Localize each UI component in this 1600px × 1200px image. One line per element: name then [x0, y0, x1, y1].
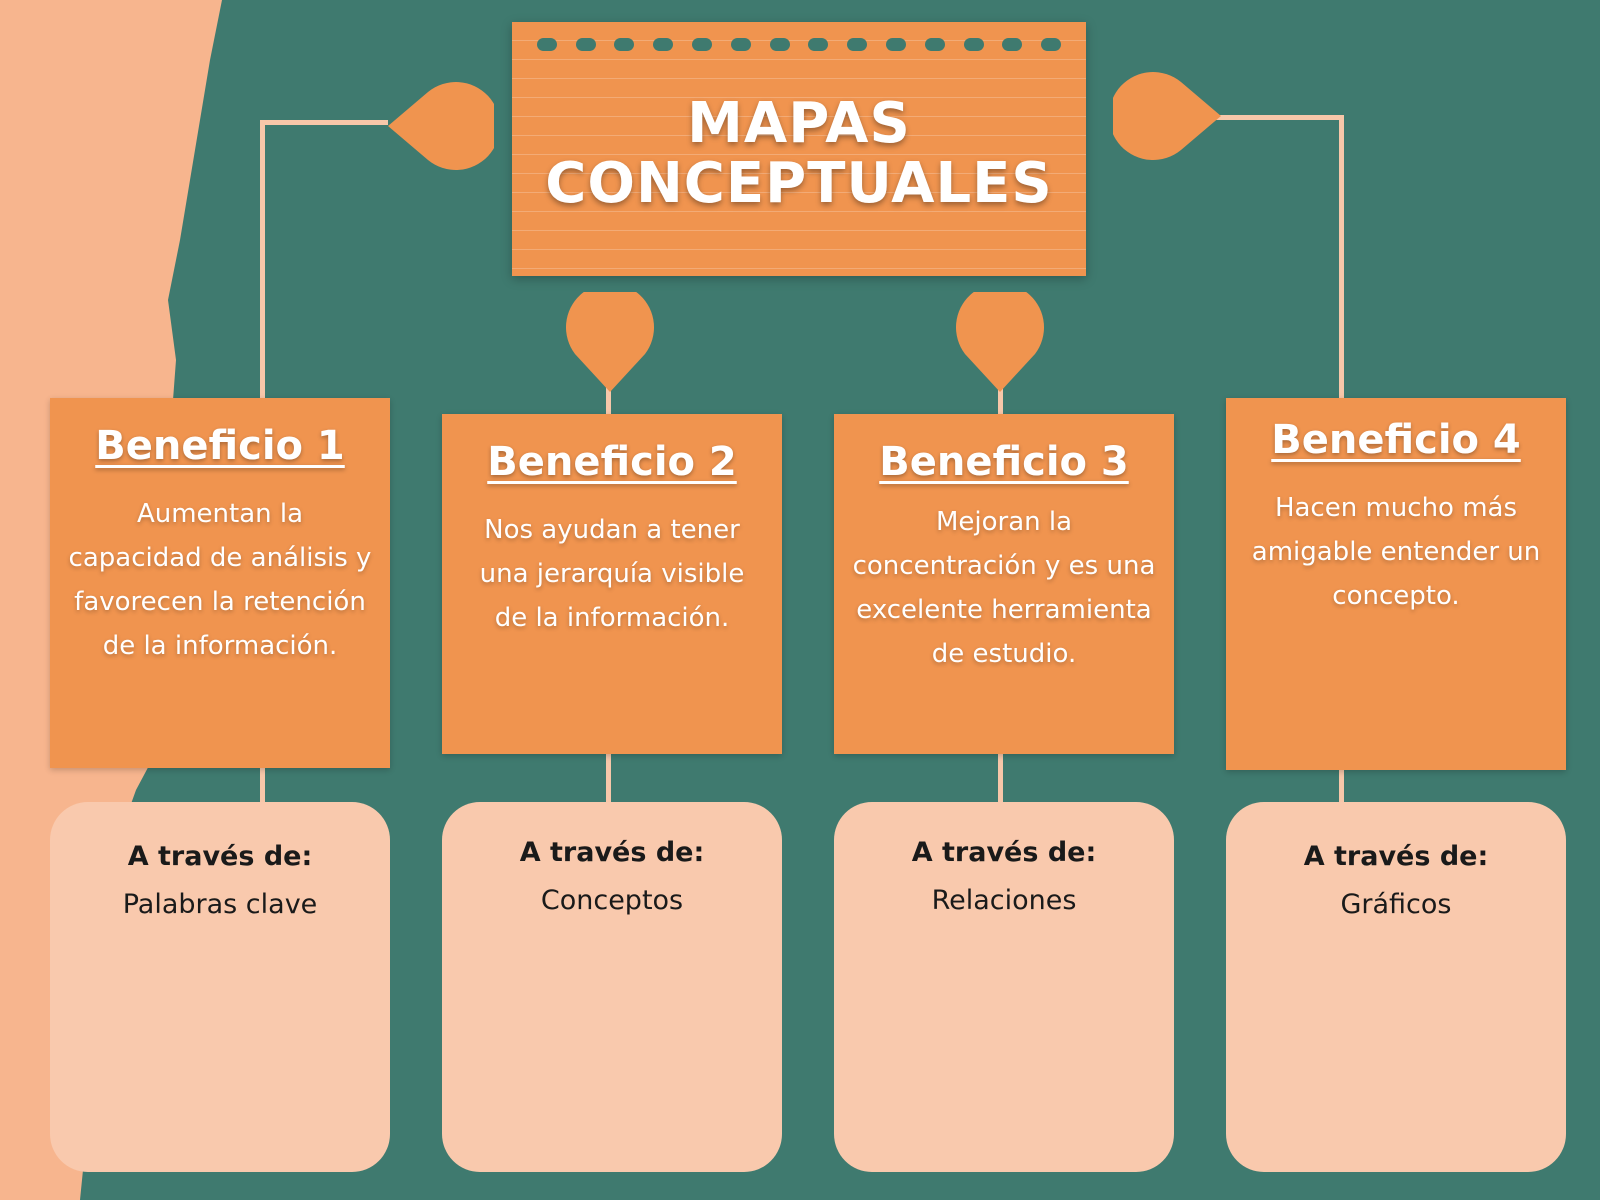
benefit-text: Hacen mucho más amigable entender un con…: [1251, 493, 1541, 611]
via-text: Conceptos: [540, 885, 684, 916]
connector-via-2: [606, 752, 611, 806]
via-text: Gráficos: [1340, 889, 1452, 920]
notepad-holes: [512, 38, 1086, 52]
pin-b3-icon: [956, 292, 1044, 392]
via-card-2: A través de: Conceptos: [442, 802, 782, 1172]
connector-via-1: [260, 766, 265, 806]
connector-right-vertical: [1339, 115, 1344, 398]
via-heading: A través de:: [127, 841, 313, 872]
pin-left-icon: [388, 82, 494, 170]
benefit-title: Beneficio 1: [95, 423, 345, 469]
benefit-card-4: Beneficio 4 Hacen mucho más amigable ent…: [1226, 398, 1566, 770]
benefit-card-3: Beneficio 3 Mejoran la concentración y e…: [834, 414, 1174, 754]
pin-b2-icon: [566, 292, 654, 392]
via-card-4: A través de: Gráficos: [1226, 802, 1566, 1172]
connector-right-horizontal: [1212, 115, 1344, 120]
benefit-title: Beneficio 3: [879, 439, 1129, 485]
title-line-1: MAPAS: [687, 91, 911, 156]
benefit-title: Beneficio 4: [1271, 417, 1521, 463]
connector-via-4: [1339, 768, 1344, 806]
connector-b2-top: [606, 380, 611, 414]
via-heading: A través de:: [911, 837, 1097, 868]
via-card-1: A través de: Palabras clave: [50, 802, 390, 1172]
via-text: Relaciones: [931, 885, 1077, 916]
pin-right-icon: [1113, 72, 1221, 160]
benefit-card-1: Beneficio 1 Aumentan la capacidad de aná…: [50, 398, 390, 768]
benefit-text: Mejoran la concentración y es una excele…: [852, 507, 1156, 669]
benefit-text: Nos ayudan a tener una jerarquía visible…: [479, 515, 745, 633]
connector-via-3: [998, 752, 1003, 806]
title-line-2: CONCEPTUALES: [545, 151, 1053, 216]
via-card-3: A través de: Relaciones: [834, 802, 1174, 1172]
title-card: MAPAS CONCEPTUALES: [512, 22, 1086, 276]
benefit-title: Beneficio 2: [487, 439, 737, 485]
connector-left-horizontal: [260, 120, 388, 125]
benefit-text: Aumentan la capacidad de análisis y favo…: [68, 499, 372, 661]
page-title: MAPAS CONCEPTUALES: [512, 94, 1086, 214]
connector-b3-top: [998, 380, 1003, 414]
via-heading: A través de:: [1303, 841, 1489, 872]
via-heading: A través de:: [519, 837, 705, 868]
connector-left-vertical: [260, 120, 265, 398]
benefit-card-2: Beneficio 2 Nos ayudan a tener una jerar…: [442, 414, 782, 754]
via-text: Palabras clave: [122, 889, 318, 920]
